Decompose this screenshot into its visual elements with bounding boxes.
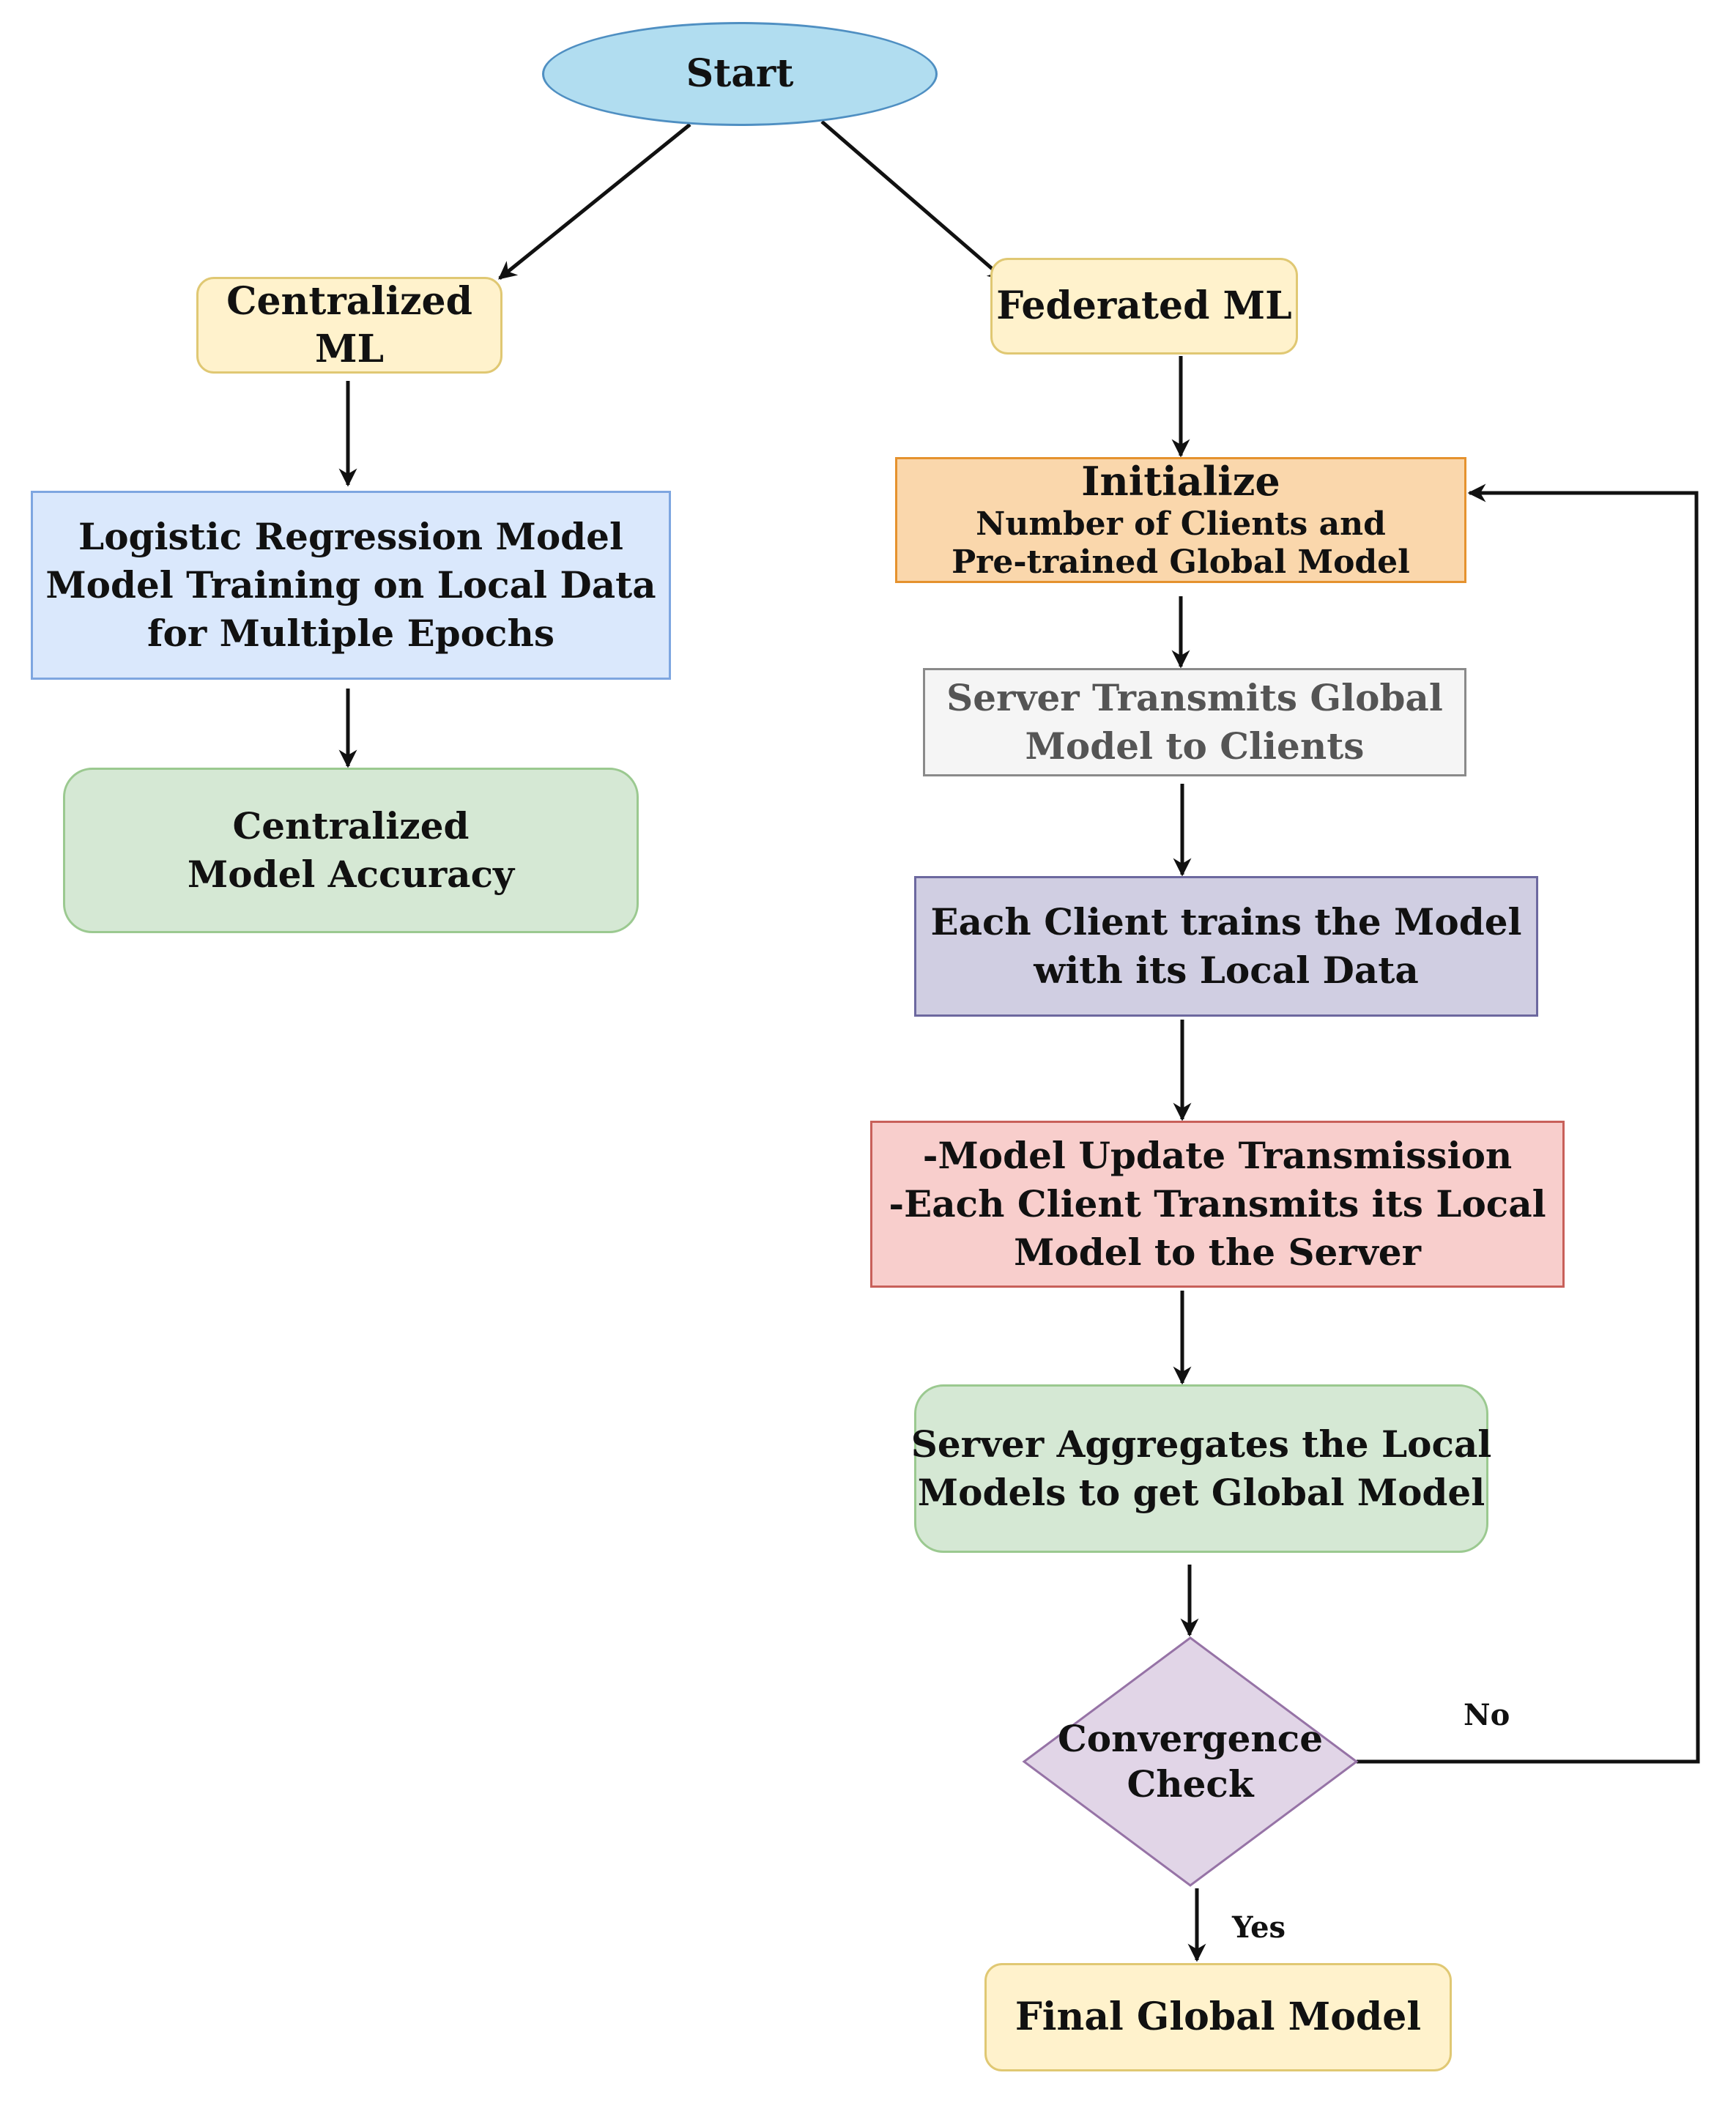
start-label: Start [686, 51, 794, 96]
client-trains-line-2: with its Local Data [1034, 949, 1419, 992]
final-global-model-label: Final Global Model [1014, 1994, 1422, 2039]
initialize-title: Initialize [1081, 457, 1280, 505]
federated-ml-node: Federated ML [990, 258, 1298, 355]
server-transmits-line-2: Model to Clients [1025, 724, 1365, 768]
accuracy-line-1: Centralized [232, 804, 470, 847]
logistic-line-2: Model Training on Local Data [45, 563, 656, 606]
model-update-line-3: Model to the Server [1014, 1231, 1421, 1274]
final-global-model-node: Final Global Model [984, 1963, 1452, 2071]
server-transmits-line-1: Server Transmits Global [946, 676, 1443, 719]
federated-ml-label: Federated ML [996, 283, 1292, 328]
start-node: Start [542, 22, 938, 126]
initialize-node: Initialize Number of Clients and Pre-tra… [895, 457, 1466, 583]
arrow-start-to-federated [820, 120, 1006, 281]
logistic-line-3: for Multiple Epochs [147, 612, 554, 655]
server-transmits-node: Server Transmits Global Model to Clients [923, 668, 1466, 776]
centralized-ml-node: Centralized ML [196, 277, 502, 374]
logistic-regression-node: Logistic Regression Model Model Training… [31, 491, 671, 680]
server-aggregates-line-2: Models to get Global Model [917, 1471, 1485, 1514]
client-trains-line-1: Each Client trains the Model [930, 900, 1522, 943]
convergence-check-node: Convergence Check [1022, 1637, 1359, 1886]
centralized-ml-line-1: Centralized [226, 279, 472, 324]
server-aggregates-node: Server Aggregates the Local Models to ge… [911, 1384, 1491, 1553]
server-aggregates-line-1: Server Aggregates the Local [910, 1422, 1492, 1466]
model-update-node: -Model Update Transmission -Each Client … [870, 1121, 1565, 1288]
client-trains-node: Each Client trains the Model with its Lo… [914, 876, 1538, 1017]
centralized-ml-line-2: ML [314, 327, 385, 371]
model-update-line-2: -Each Client Transmits its Local [889, 1182, 1546, 1225]
logistic-line-1: Logistic Regression Model [78, 515, 623, 558]
initialize-line-3: Pre-trained Global Model [952, 543, 1410, 582]
edge-label-yes: Yes [1232, 1910, 1286, 1945]
arrow-start-to-centralized [498, 123, 691, 280]
convergence-line-2: Check [1127, 1762, 1254, 1806]
model-update-line-1: -Model Update Transmission [922, 1134, 1513, 1177]
centralized-accuracy-node: Centralized Model Accuracy [63, 768, 639, 933]
convergence-line-1: Convergence [1057, 1716, 1324, 1760]
convergence-diamond-shape [1022, 1636, 1359, 1887]
arrow-convergence-no-loop [1357, 483, 1700, 1764]
initialize-line-2: Number of Clients and [976, 505, 1386, 543]
accuracy-line-2: Model Accuracy [187, 853, 515, 896]
edge-label-no: No [1464, 1698, 1510, 1732]
